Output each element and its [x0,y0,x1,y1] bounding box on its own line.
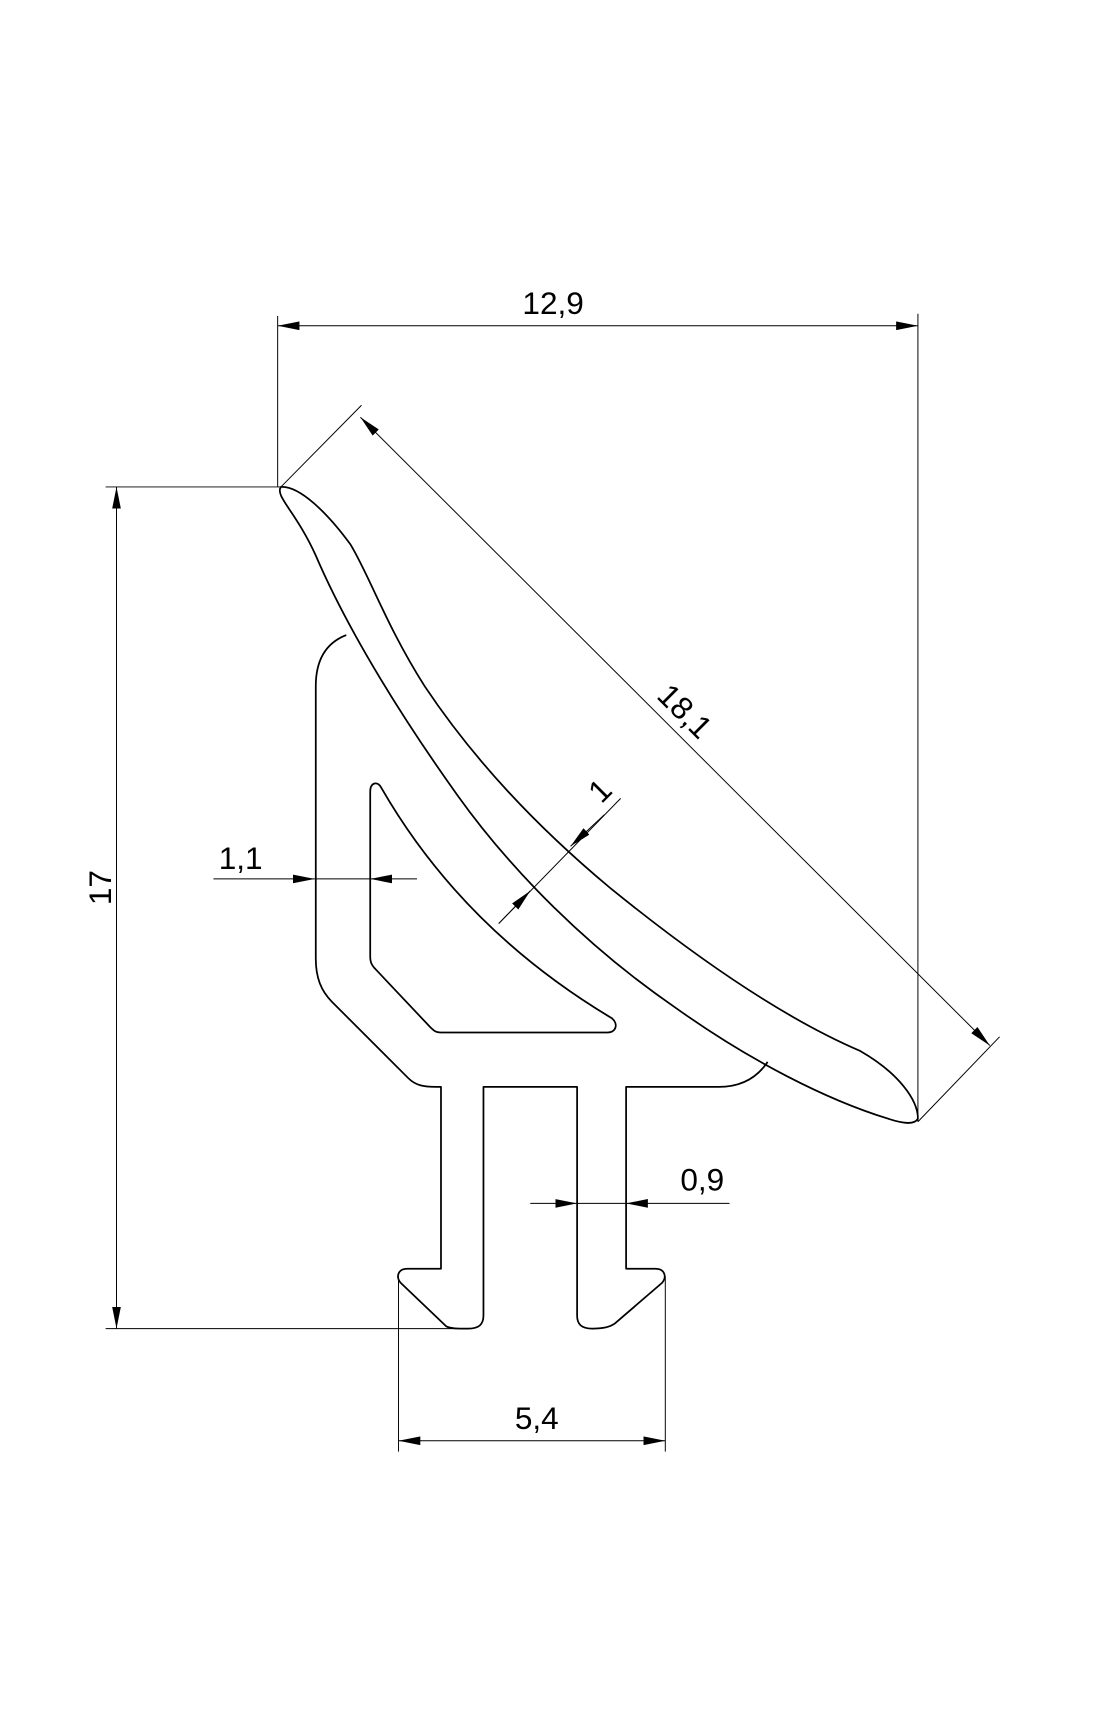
profile-body-outline [314,634,769,1330]
dimension-lip-thickness: 1 [498,772,622,924]
dimension-overall-height: 17 [82,486,458,1330]
dimension-wall-thickness: 1,1 [213,840,418,884]
dimension-label: 12,9 [522,285,583,321]
dimension-label: 5,4 [515,1400,559,1436]
dimension-label: 0,9 [680,1161,724,1197]
dimension-label: 18,1 [651,677,720,746]
dimension-foot-width: 5,4 [398,1276,666,1452]
dimension-leg-thickness: 0,9 [530,1161,730,1208]
profile-hollow [369,782,617,1034]
dimension-label: 17 [82,870,118,905]
dimension-overall-width: 12,9 [277,285,919,1122]
dimension-lip-length: 18,1 [280,404,1000,1123]
sealing-lip [278,486,919,1124]
dimension-label: 1 [581,772,619,810]
dimension-label: 1,1 [219,840,263,876]
